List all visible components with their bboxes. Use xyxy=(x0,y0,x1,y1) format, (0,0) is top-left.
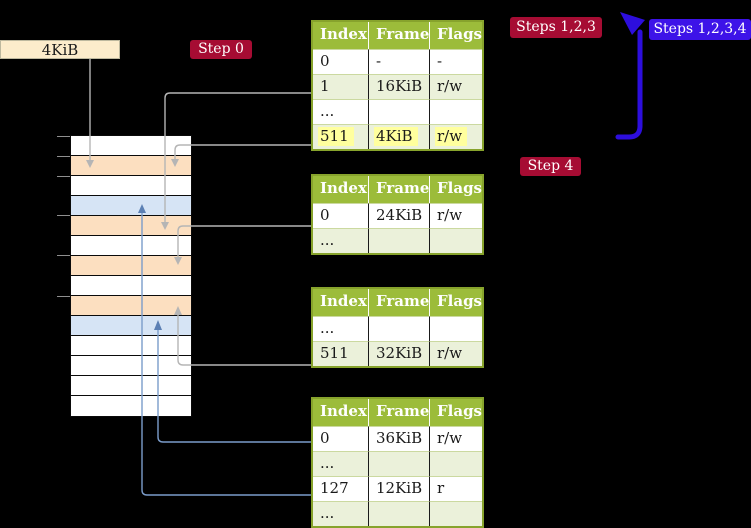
column-header: Frame xyxy=(369,399,430,426)
memory-frame-row xyxy=(71,276,191,296)
table-cell: 0 xyxy=(313,203,369,228)
table-cell: r/w xyxy=(430,203,482,228)
table-cell: r xyxy=(430,476,482,501)
table-cell: ... xyxy=(313,451,369,476)
table-cell: 127 xyxy=(313,476,369,501)
highlighted-value: 511 xyxy=(318,127,354,146)
address-tick xyxy=(57,296,70,297)
memory-frame-row xyxy=(71,236,191,256)
table-cell: - xyxy=(430,49,482,74)
table-cell xyxy=(369,228,430,253)
table-cell xyxy=(430,228,482,253)
memory-frame-row xyxy=(71,336,191,356)
table-cell: r/w xyxy=(430,426,482,451)
table-cell: ... xyxy=(313,316,369,341)
table-cell: - xyxy=(369,49,430,74)
column-header: Index xyxy=(313,399,369,426)
table-cell: 0 xyxy=(313,426,369,451)
table-cell: 36KiB xyxy=(369,426,430,451)
table-cell xyxy=(369,316,430,341)
steps-annotation-arrow xyxy=(615,29,643,140)
memory-frame-row xyxy=(71,256,191,276)
address-tick xyxy=(57,255,70,256)
column-header: Index xyxy=(313,289,369,316)
address-tick xyxy=(57,156,70,157)
column-header: Flags xyxy=(430,399,482,426)
memory-frame-row xyxy=(71,136,191,156)
memory-frame-row xyxy=(71,396,191,416)
steps-123-badge: Steps 1,2,3 xyxy=(510,17,602,38)
memory-frame-row xyxy=(71,156,191,176)
column-header: Flags xyxy=(430,289,482,316)
table-cell xyxy=(369,451,430,476)
table-cell: 12KiB xyxy=(369,476,430,501)
table-cell: ... xyxy=(313,228,369,253)
steps-annotation-arrow-head xyxy=(620,12,645,35)
column-header: Flags xyxy=(430,176,482,203)
memory-frame-row xyxy=(71,376,191,396)
table-cell: ... xyxy=(313,501,369,526)
memory-frame-row xyxy=(71,196,191,216)
column-header: Frame xyxy=(369,176,430,203)
column-header: Index xyxy=(313,22,369,49)
table-cell: 511 xyxy=(313,124,369,149)
table-cell: ... xyxy=(313,99,369,124)
memory-frame-row xyxy=(71,316,191,336)
column-header: Frame xyxy=(369,289,430,316)
memory-frame-row xyxy=(71,296,191,316)
address-tick xyxy=(57,176,70,177)
physical-memory-column xyxy=(70,135,192,417)
table-cell: r/w xyxy=(430,74,482,99)
column-header: Frame xyxy=(369,22,430,49)
step-4-badge: Step 4 xyxy=(520,157,581,176)
table-cell: r/w xyxy=(430,124,482,149)
step-0-badge: Step 0 xyxy=(190,40,252,59)
address-tick xyxy=(57,136,70,137)
address-tick xyxy=(57,215,70,216)
table-cell: 24KiB xyxy=(369,203,430,228)
column-header: Index xyxy=(313,176,369,203)
steps-1234-badge: Steps 1,2,3,4 xyxy=(649,19,751,40)
table-cell: 32KiB xyxy=(369,341,430,366)
table-cell: r/w xyxy=(430,341,482,366)
memory-frame-row xyxy=(71,216,191,236)
table-cell xyxy=(430,316,482,341)
table-cell xyxy=(369,99,430,124)
table-cell xyxy=(430,99,482,124)
memory-frame-row xyxy=(71,356,191,376)
column-header: Flags xyxy=(430,22,482,49)
highlighted-value: 4KiB xyxy=(374,127,418,146)
table-cell xyxy=(430,501,482,526)
memory-frame-row xyxy=(71,176,191,196)
table-cell xyxy=(369,501,430,526)
table-cell: 4KiB xyxy=(369,124,430,149)
highlighted-value: r/w xyxy=(435,127,468,146)
table-cell xyxy=(430,451,482,476)
page-size-box: 4KiB xyxy=(0,40,120,59)
table-cell: 0 xyxy=(313,49,369,74)
table-cell: 1 xyxy=(313,74,369,99)
table-cell: 16KiB xyxy=(369,74,430,99)
table-cell: 511 xyxy=(313,341,369,366)
